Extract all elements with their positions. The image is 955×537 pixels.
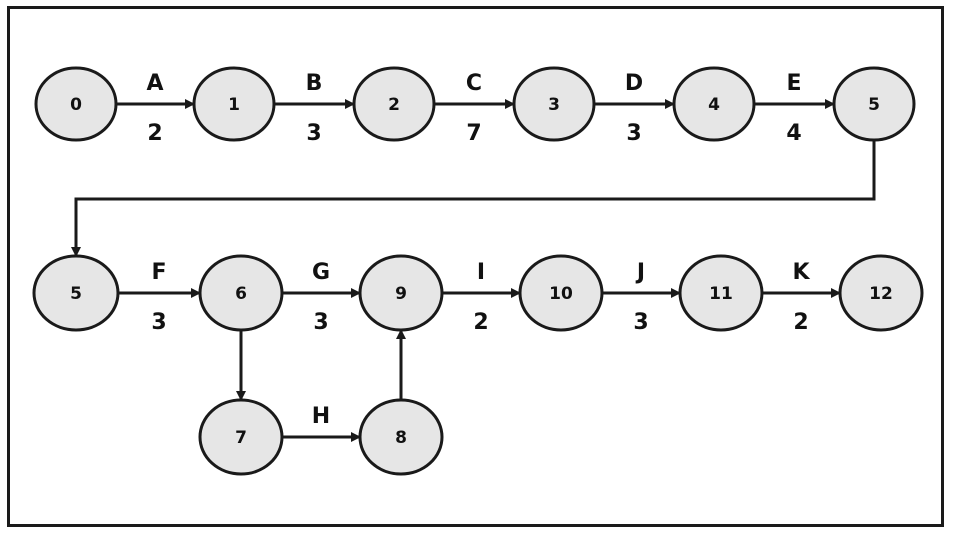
edges-layer	[71, 99, 876, 442]
activity-duration-e: 4	[786, 121, 801, 146]
event-node-label: 12	[869, 284, 893, 304]
event-node-label: 9	[395, 284, 407, 304]
activity-name-i: I	[477, 260, 485, 285]
event-node-n6	[198, 254, 284, 332]
event-node-n10	[518, 254, 604, 332]
activity-name-g: G	[312, 260, 330, 285]
event-node-label: 3	[548, 95, 560, 115]
event-node-label: 0	[70, 95, 82, 115]
event-node-n5a	[832, 66, 916, 142]
activity-duration-j: 3	[633, 310, 648, 335]
event-node-label: 11	[709, 284, 733, 304]
event-node-label: 8	[395, 428, 407, 448]
event-node-n3	[512, 66, 596, 142]
event-node-n8	[358, 398, 444, 476]
activity-duration-i: 2	[473, 310, 488, 335]
activity-name-c: C	[466, 71, 482, 96]
activity-name-f: F	[151, 260, 166, 285]
event-node-label: 1	[228, 95, 240, 115]
activity-duration-d: 3	[626, 121, 641, 146]
connector-arrow-n5a-n5b	[71, 140, 876, 257]
activity-duration-k: 2	[793, 310, 808, 335]
activity-duration-g: 3	[313, 310, 328, 335]
diagram-frame	[7, 6, 944, 527]
activity-name-k: K	[792, 260, 810, 285]
event-node-label: 7	[235, 428, 247, 448]
event-node-n5b	[32, 254, 120, 332]
event-node-n1	[192, 66, 276, 142]
activity-name-a: A	[146, 71, 163, 96]
event-node-label: 2	[388, 95, 400, 115]
event-node-n2	[352, 66, 436, 142]
activity-name-h: H	[312, 404, 330, 429]
event-node-label: 10	[549, 284, 573, 304]
event-node-n7	[198, 398, 284, 476]
activity-duration-f: 3	[151, 310, 166, 335]
activity-name-e: E	[786, 71, 801, 96]
activity-duration-c: 7	[466, 121, 481, 146]
activity-name-d: D	[625, 71, 643, 96]
activity-name-j: J	[635, 260, 645, 285]
event-node-label: 6	[235, 284, 247, 304]
event-node-n12	[838, 254, 924, 332]
event-node-n9	[358, 254, 444, 332]
activity-name-b: B	[306, 71, 323, 96]
activity-duration-b: 3	[306, 121, 321, 146]
event-node-label: 4	[708, 95, 720, 115]
event-node-n4	[672, 66, 756, 142]
activity-duration-a: 2	[147, 121, 162, 146]
event-node-label: 5	[70, 284, 82, 304]
event-node-n0	[34, 66, 118, 142]
event-node-label: 5	[868, 95, 880, 115]
event-node-n11	[678, 254, 764, 332]
